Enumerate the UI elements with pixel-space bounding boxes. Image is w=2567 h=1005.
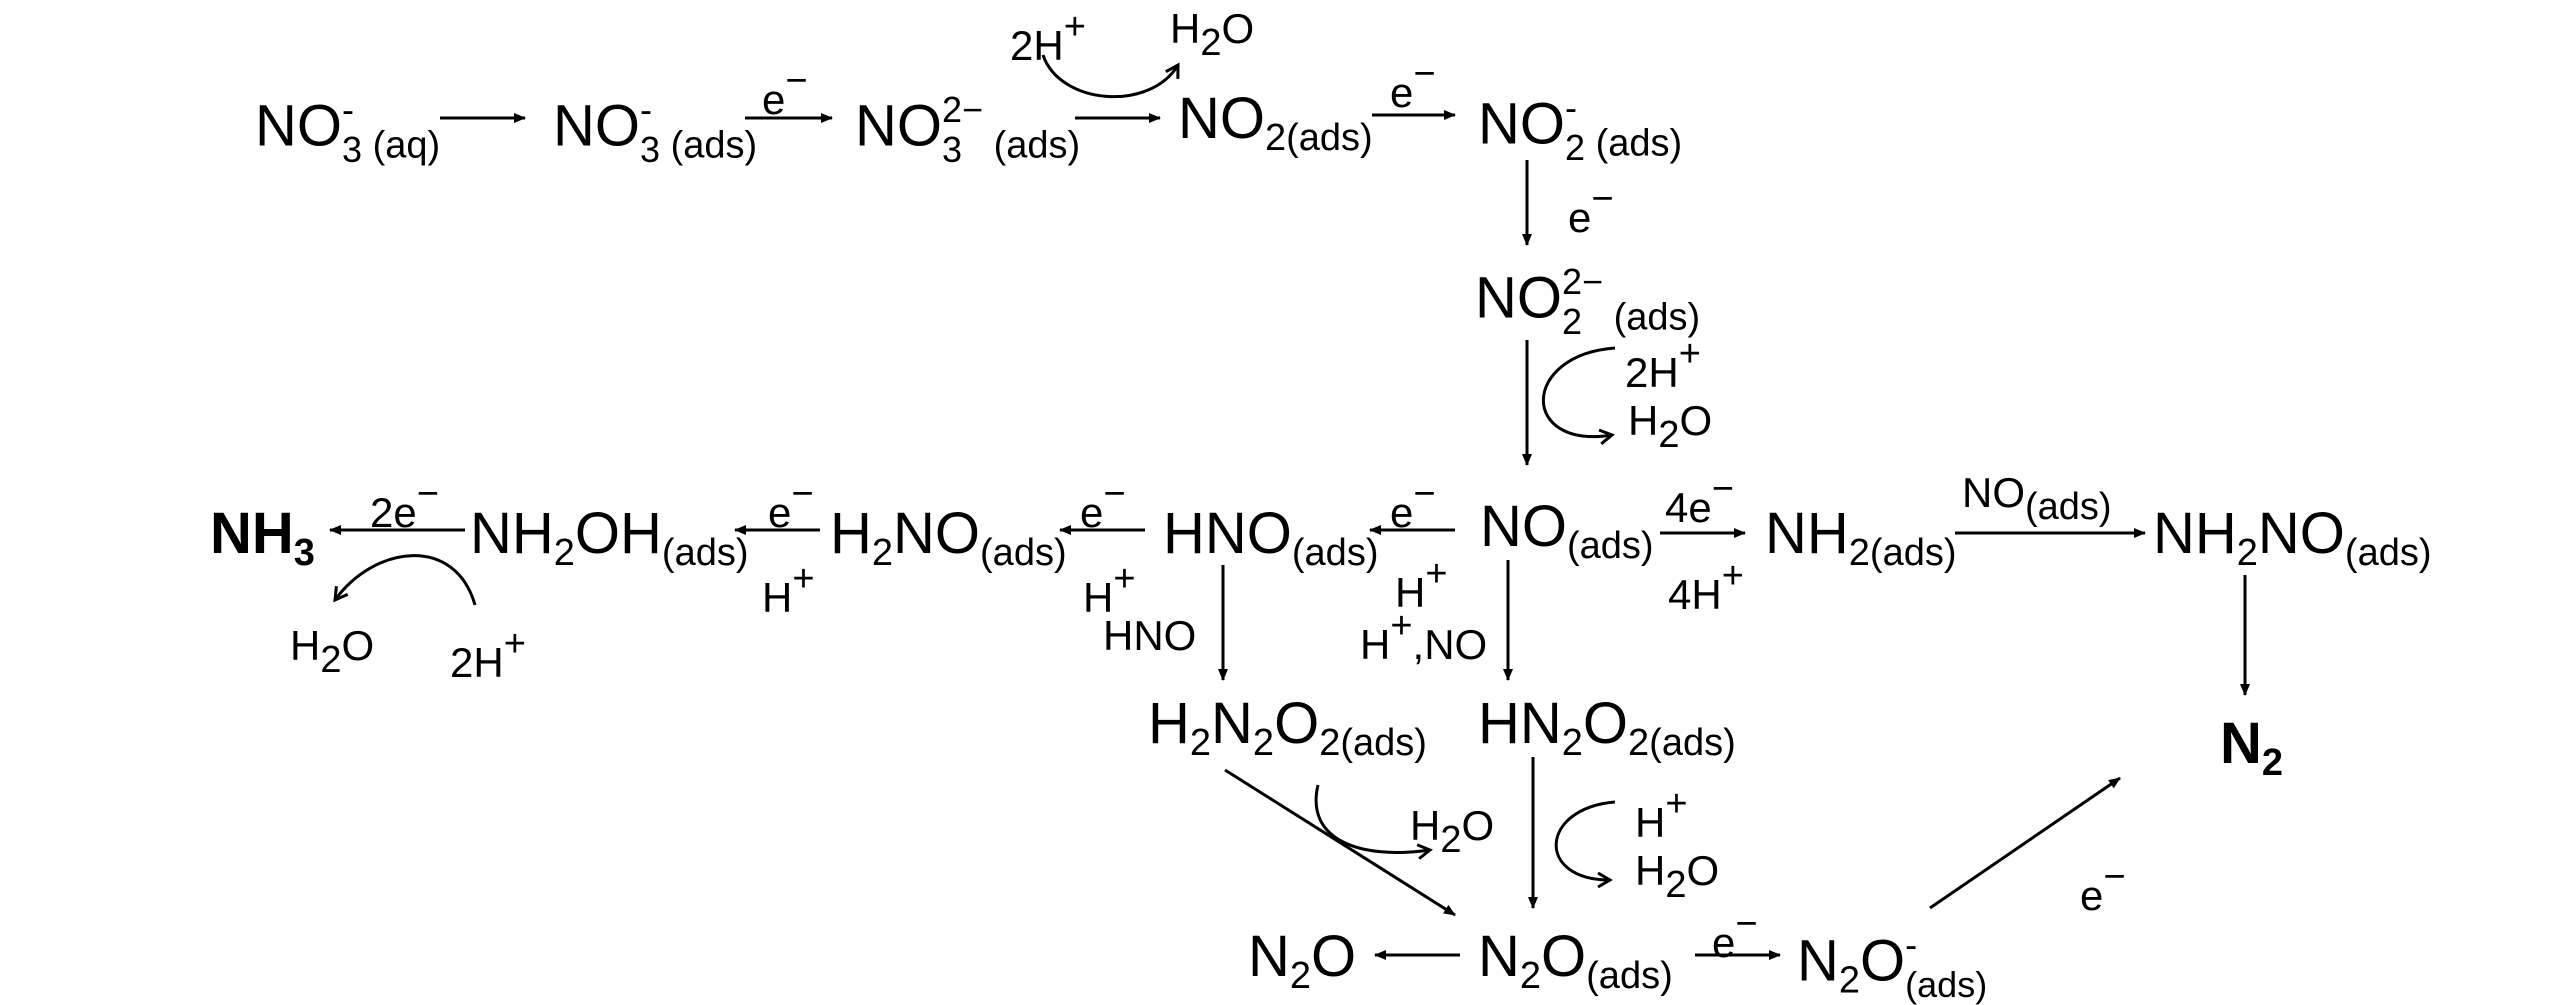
species-nitrite-ads: NO-2 (ads) bbox=[1478, 87, 1683, 168]
species-hno-ads: HNO(ads) bbox=[1163, 501, 1379, 575]
arrow-h2n2o2-to-n2o bbox=[1224, 768, 1456, 917]
label-4h-plus: 4H+ bbox=[1668, 555, 1744, 618]
label-water: H2O bbox=[1628, 397, 1713, 457]
species-nh2oh-ads: NH2OH(ads) bbox=[470, 501, 749, 575]
species-nitrogen-product: N2 bbox=[2220, 711, 2284, 785]
label-electron: e− bbox=[1390, 53, 1436, 116]
label-electron: e− bbox=[768, 473, 814, 536]
label-electron: e− bbox=[1080, 473, 1126, 536]
species-nitrate-aq: NO-3 (aq) bbox=[255, 89, 441, 170]
label-electron: e− bbox=[1568, 178, 1614, 241]
label-electron: e− bbox=[762, 60, 808, 123]
label-h-plus: H+ bbox=[1083, 558, 1136, 621]
species-n2o-anion-ads: N2O-(ads) bbox=[1797, 924, 1988, 1005]
curved-arrow-no22m bbox=[1542, 346, 1616, 445]
label-electron: e− bbox=[1712, 903, 1758, 966]
species-no-ads: NO(ads) bbox=[1480, 494, 1654, 568]
label-2h-plus: 2H+ bbox=[450, 623, 526, 686]
label-h-plus-no: H+,NO bbox=[1360, 605, 1488, 668]
species-nh2-ads: NH2(ads) bbox=[1765, 501, 1957, 575]
label-electron: e− bbox=[1390, 473, 1436, 536]
species-n2o-product: N2O bbox=[1248, 924, 1357, 998]
label-no-ads: NO(ads) bbox=[1962, 469, 2112, 529]
species-hn2o2-ads: HN2O2(ads) bbox=[1478, 691, 1736, 765]
species-n2o-ads: N2O(ads) bbox=[1478, 924, 1673, 998]
species-nitrate-ads: NO-3 (ads) bbox=[553, 89, 758, 170]
species-nh2no-ads: NH2NO(ads) bbox=[2153, 501, 2432, 575]
label-hno: HNO bbox=[1103, 612, 1197, 659]
species-h2n2o2-ads: H2N2O2(ads) bbox=[1148, 691, 1427, 765]
label-h-plus: H+ bbox=[1395, 553, 1448, 616]
species-no2-ads: NO2(ads) bbox=[1178, 86, 1373, 160]
label-water: H2O bbox=[1170, 5, 1255, 65]
species-h2no-ads: H2NO(ads) bbox=[830, 501, 1067, 575]
label-electron: e− bbox=[2080, 856, 2126, 919]
label-h-plus: H+ bbox=[762, 558, 815, 621]
curved-arrow-top bbox=[1041, 54, 1180, 99]
curved-arrow-hn2o2 bbox=[1554, 800, 1616, 889]
arrow-n2om-to-n2 bbox=[1929, 776, 2121, 910]
label-2e: 2e− bbox=[370, 473, 439, 536]
label-water: H2O bbox=[290, 622, 375, 682]
curved-arrow-h2n2o2 bbox=[1314, 784, 1433, 860]
label-water: H2O bbox=[1410, 802, 1495, 862]
species-ammonia-product: NH3 bbox=[210, 501, 315, 575]
label-4e: 4e− bbox=[1665, 468, 1734, 531]
label-2h-plus: 2H+ bbox=[1625, 333, 1701, 396]
label-2h-plus: 2H+ bbox=[1010, 6, 1086, 69]
label-water: H2O bbox=[1635, 847, 1720, 907]
label-h-plus: H+ bbox=[1635, 783, 1688, 846]
curved-arrow-nh3 bbox=[333, 554, 477, 606]
